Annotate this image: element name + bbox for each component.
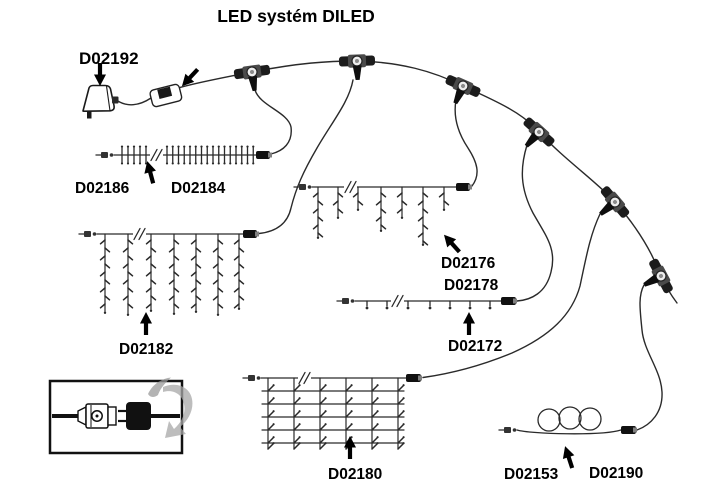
label-garland-right: D02184 — [171, 180, 226, 197]
curtain-string — [78, 227, 259, 316]
arrow-to-curtain — [140, 312, 152, 335]
tee-connector-4 — [512, 114, 558, 159]
break-mark — [391, 294, 404, 308]
break-mark — [133, 227, 146, 241]
label-curtain: D02182 — [119, 341, 173, 358]
coil-cable — [498, 406, 637, 435]
tee-connector-5 — [588, 183, 633, 229]
garland-leds — [120, 145, 255, 165]
arrow-to-coil — [559, 444, 578, 470]
label-garland-left: D02186 — [75, 180, 130, 197]
label-net: D02180 — [328, 466, 382, 483]
rotate-arrow-icon — [148, 377, 193, 438]
curtain-leds — [99, 233, 245, 316]
garland-string — [95, 145, 272, 165]
branch-cable-coil — [636, 284, 663, 431]
arrow-to-string — [463, 312, 475, 335]
arrow-to-icicle — [440, 231, 464, 256]
label-icicle-bottom: D02178 — [444, 277, 499, 294]
tee-connector-2 — [338, 53, 377, 82]
string-d02172 — [336, 294, 517, 310]
label-icicle-top: D02176 — [441, 255, 496, 272]
label-coil-right: D02190 — [589, 465, 643, 482]
label-string: D02172 — [448, 338, 502, 355]
icicle-leds — [312, 186, 450, 246]
label-coil-left: D02153 — [504, 466, 559, 483]
branch-cable-net — [422, 213, 601, 379]
branch-cable-garland — [254, 89, 292, 155]
string-leds — [365, 300, 492, 310]
break-mark — [344, 180, 357, 194]
branch-cable-curtain — [258, 79, 354, 235]
tee-connector-1 — [232, 62, 274, 94]
label-adapter: D02192 — [79, 49, 139, 68]
power-adapter-icon — [82, 84, 119, 119]
male-plug-icon — [118, 402, 180, 430]
break-mark — [298, 371, 311, 385]
arrow-to-garland — [141, 160, 159, 185]
female-connector-icon — [77, 403, 117, 429]
net-string — [242, 371, 422, 450]
branch-cable-string — [516, 144, 554, 302]
diagram-title: LED systém DILED — [217, 6, 375, 26]
branch-cable-icicle — [454, 99, 478, 187]
icicle-string — [293, 180, 472, 246]
net-leds — [261, 377, 405, 450]
break-mark — [150, 148, 163, 162]
tee-connector-6 — [635, 256, 676, 302]
controller-icon — [149, 83, 183, 108]
instruction-box — [48, 377, 193, 455]
